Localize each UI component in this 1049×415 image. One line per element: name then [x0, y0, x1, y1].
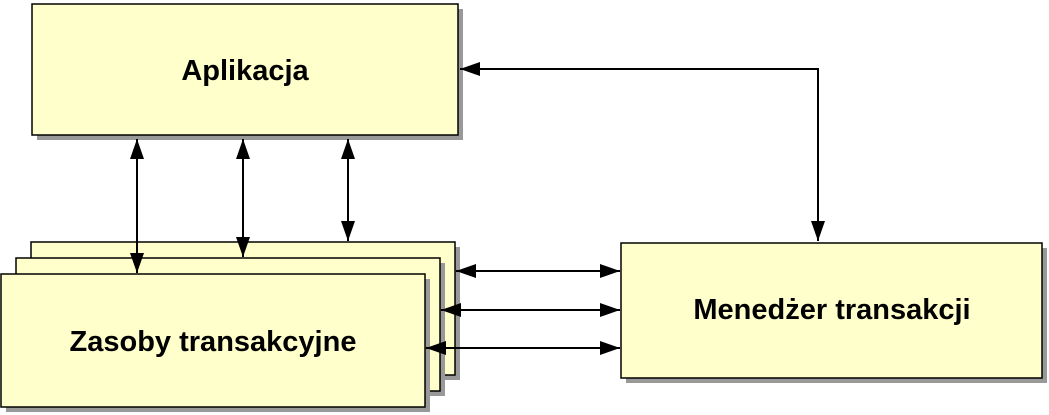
- resources-front-box: [0, 273, 426, 408]
- manager-label: Menedżer transakcji: [693, 294, 970, 326]
- application-label: Aplikacja: [181, 55, 309, 87]
- manager-box: [620, 242, 1043, 379]
- application-box: [31, 3, 459, 136]
- resources-label: Zasoby transakcyjne: [70, 326, 357, 358]
- application-node: Aplikacja: [31, 3, 463, 140]
- app-manager-arrow: [460, 62, 825, 241]
- resources-node: Zasoby transakcyjne: [0, 241, 460, 412]
- manager-node: Menedżer transakcji: [620, 242, 1047, 383]
